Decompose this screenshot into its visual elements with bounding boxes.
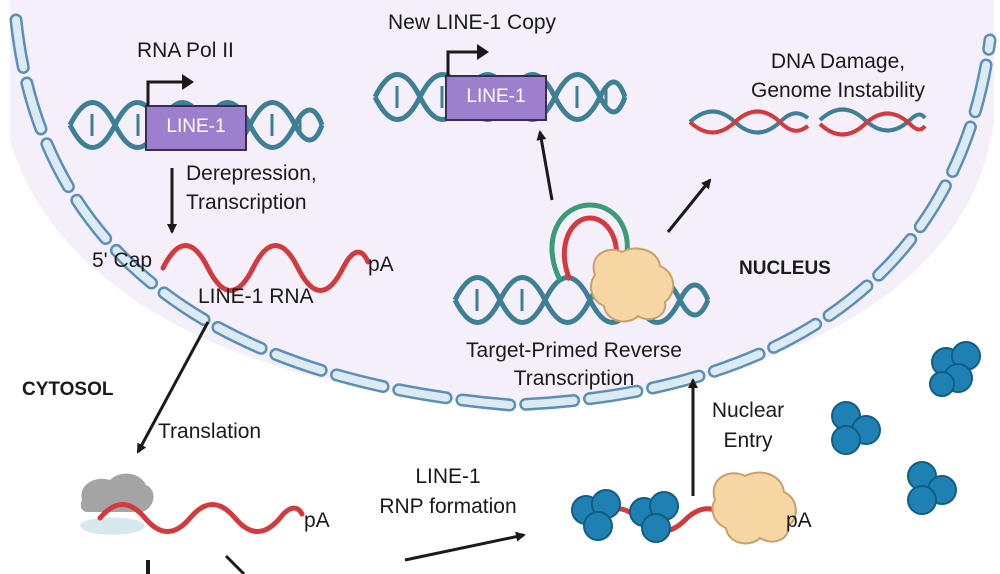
new-line1-box <box>445 75 547 121</box>
label-genome-instability: Genome Instability <box>751 79 925 102</box>
ribosome <box>80 473 154 535</box>
line1-rna-cytosol <box>97 502 305 534</box>
label-rnp-formation: RNP formation <box>379 495 517 518</box>
nuclear-membrane-inner <box>12 16 994 410</box>
label-pa-nucleus: pA <box>368 253 394 276</box>
label-target-primed-reverse: Target-Primed Reverse <box>466 339 682 362</box>
orf1p-trimer <box>571 489 679 543</box>
reverse-transcriptase-rnp <box>711 471 797 545</box>
label-pa-rnp: pA <box>786 509 812 532</box>
label-pa-cytosol: pA <box>304 509 330 532</box>
free-orf1p-3 <box>907 461 957 515</box>
label-nuclear: Nuclear <box>711 399 785 422</box>
label-rnp-line1: LINE-1 <box>415 465 481 488</box>
new-copy-promoter-arrow-head <box>477 44 489 60</box>
free-orf1p-1 <box>929 341 981 397</box>
label-nucleus: NUCLEUS <box>739 258 831 279</box>
promoter-arrow-head <box>182 74 194 90</box>
label-dna-damage: DNA Damage, <box>770 50 906 73</box>
label-rna-pol-ii: RNA Pol II <box>137 39 234 62</box>
label-translation: Translation <box>158 420 262 443</box>
arrow-to-new-copy <box>536 130 554 201</box>
label-entry: Entry <box>723 429 773 452</box>
label-5-cap: 5' Cap <box>92 249 153 272</box>
label-line1-rna: LINE-1 RNA <box>198 285 314 308</box>
label-tprt-transcription: Transcription <box>513 367 635 390</box>
label-line1-box: LINE-1 <box>166 116 226 137</box>
line1-box <box>145 105 247 151</box>
new-copy-promoter-arrow <box>446 50 480 76</box>
label-transcription: Transcription <box>186 191 307 214</box>
damaged-dna <box>688 107 927 137</box>
label-derepression: Derepression, <box>186 162 317 185</box>
line1-rna-nucleus <box>160 243 371 293</box>
free-orf1p-2 <box>831 401 881 455</box>
reverse-transcriptase-nucleus <box>590 247 675 323</box>
arrow-cut-off-2 <box>224 554 246 574</box>
arrow-rnp-formation <box>404 531 526 562</box>
arrow-to-damage <box>666 178 712 233</box>
label-new-line1-copy: New LINE-1 Copy <box>388 11 557 34</box>
label-cytosol: CYTOSOL <box>22 379 114 400</box>
promoter-arrow <box>146 80 185 106</box>
label-new-line1-box: LINE-1 <box>466 86 526 107</box>
arrow-translation <box>136 321 210 454</box>
nucleus-interior <box>10 0 994 405</box>
